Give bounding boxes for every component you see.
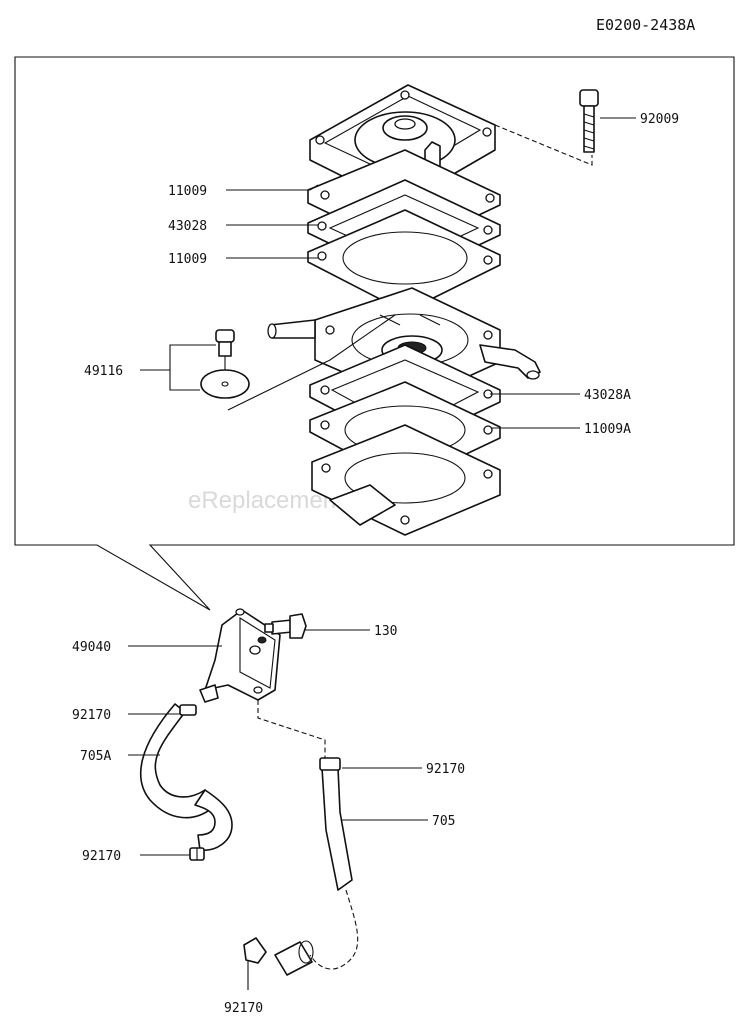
label-49040: 49040	[72, 640, 111, 655]
hose-routing-line-b	[309, 889, 359, 970]
pump-bottom-cover[interactable]	[311, 424, 501, 536]
label-43028A: 43028A	[584, 388, 631, 403]
label-43028: 43028	[168, 219, 207, 234]
label-49116: 49116	[84, 364, 123, 379]
detail-frame	[14, 56, 735, 611]
hose-705A[interactable]	[139, 703, 233, 851]
hose-705[interactable]	[321, 767, 353, 891]
hose-routing-line-a	[257, 700, 326, 762]
label-11009A: 11009A	[584, 422, 631, 437]
label-130: 130	[374, 624, 397, 639]
clamp-92170-a[interactable]	[179, 704, 197, 716]
clamp-92170-d[interactable]	[243, 937, 267, 964]
diagram-code: E0200-2438A	[596, 16, 695, 34]
label-92170-c: 92170	[426, 762, 465, 777]
label-92170-b: 92170	[82, 849, 121, 864]
leader-lines	[128, 117, 636, 990]
bolt-130[interactable]	[264, 613, 307, 639]
label-705A: 705A	[80, 749, 111, 764]
label-92009: 92009	[640, 112, 679, 127]
check-valve-guide-line	[227, 314, 396, 411]
label-11009-top: 11009	[168, 184, 207, 199]
label-92170-d: 92170	[224, 1001, 263, 1016]
clamp-92170-b[interactable]	[189, 847, 205, 861]
check-valve-49116[interactable]	[200, 329, 250, 399]
fuel-filter[interactable]	[274, 940, 314, 976]
label-11009-mid: 11009	[168, 252, 207, 267]
label-92170-a: 92170	[72, 708, 111, 723]
fuel-pump-49040[interactable]	[199, 608, 281, 703]
label-705: 705	[432, 814, 455, 829]
clamp-92170-c[interactable]	[319, 757, 341, 771]
screw-guide-line	[494, 124, 593, 166]
screw-92009[interactable]	[579, 89, 599, 153]
